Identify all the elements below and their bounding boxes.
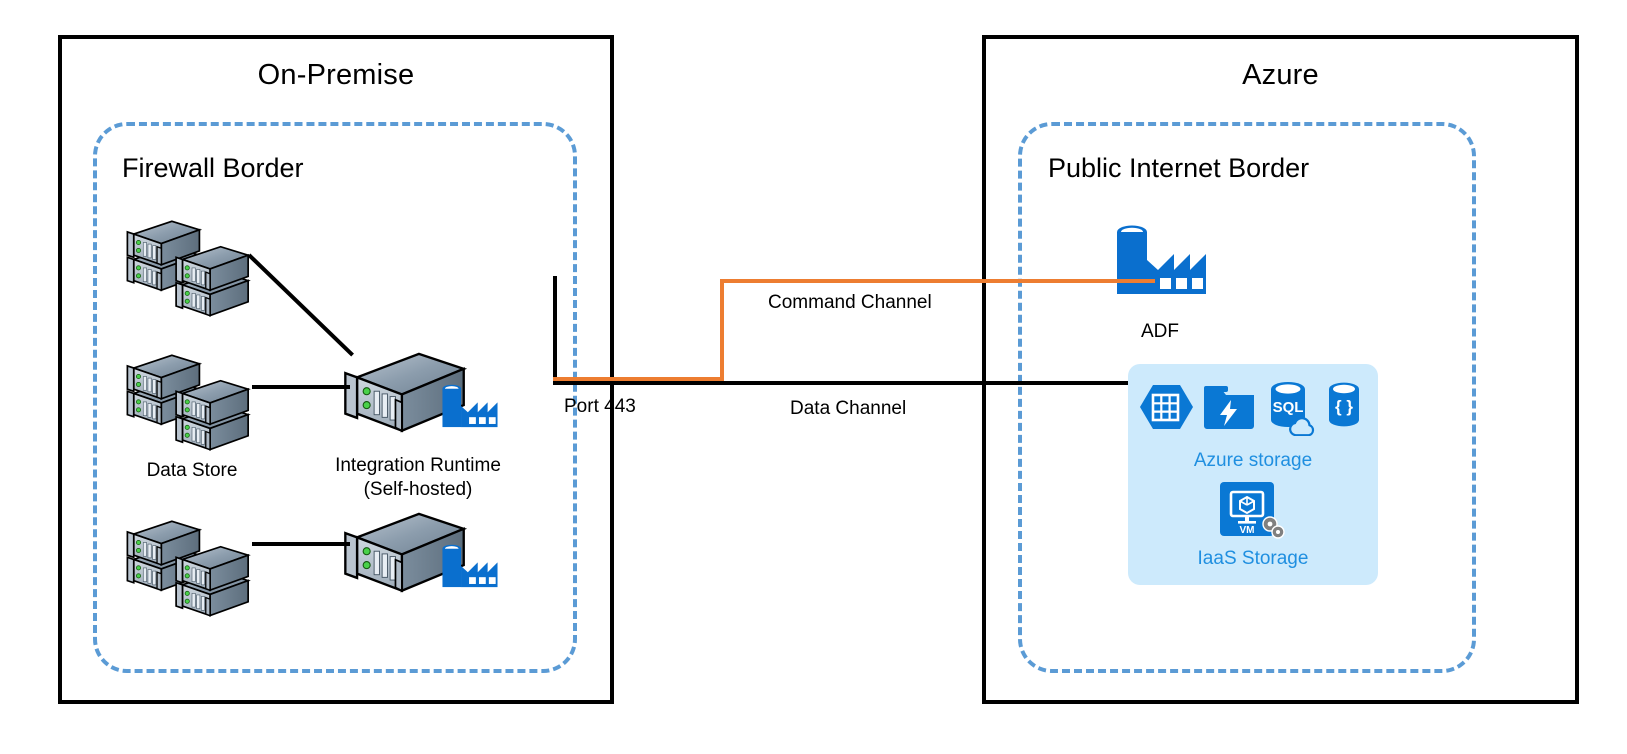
adf-icon[interactable] bbox=[1110, 224, 1210, 300]
data-store-bottom-icon[interactable] bbox=[122, 498, 262, 623]
cosmos-db-icon[interactable]: { } bbox=[1324, 378, 1370, 441]
vm-glyph: VM bbox=[1240, 525, 1255, 536]
integration-runtime-label-line1: Integration Runtime bbox=[335, 455, 501, 476]
command-channel-label: Command Channel bbox=[768, 292, 932, 313]
sql-glyph: SQL bbox=[1273, 399, 1304, 416]
data-store-label: Data Store bbox=[146, 460, 238, 481]
command-channel-riser-segment bbox=[720, 279, 724, 381]
public-internet-border-box bbox=[1018, 122, 1476, 673]
command-channel-lower-segment bbox=[553, 377, 724, 381]
virtual-machine-icon[interactable]: VM bbox=[1220, 482, 1286, 549]
storage-icon-row: SQL { } bbox=[1128, 378, 1378, 441]
data-store-top-icon[interactable] bbox=[122, 198, 262, 323]
onpremise-zone-title: On-Premise bbox=[257, 59, 415, 91]
blob-storage-icon[interactable] bbox=[1200, 378, 1258, 441]
table-storage-icon[interactable] bbox=[1136, 378, 1194, 441]
command-channel-upper-segment bbox=[720, 279, 1155, 283]
sql-database-icon[interactable]: SQL bbox=[1264, 378, 1318, 441]
port-443-stub-line bbox=[553, 276, 557, 383]
integration-runtime-middle-icon[interactable] bbox=[340, 343, 500, 448]
public-internet-border-label: Public Internet Border bbox=[1048, 153, 1310, 183]
integration-runtime-bottom-icon[interactable] bbox=[340, 503, 500, 608]
azure-storage-label: Azure storage bbox=[1193, 450, 1313, 471]
azure-storage-panel[interactable]: SQL { } Azure storage bbox=[1128, 364, 1378, 585]
link-datastore-bottom-to-runtime bbox=[252, 542, 350, 546]
data-channel-label: Data Channel bbox=[790, 398, 907, 419]
azure-zone-title: Azure bbox=[1242, 59, 1319, 91]
link-datastore-middle-to-runtime bbox=[252, 385, 350, 389]
port-443-label: Port 443 bbox=[564, 396, 636, 417]
integration-runtime-label: Integration Runtime (Self-hosted) bbox=[318, 454, 518, 502]
vm-icon-holder: VM bbox=[1128, 482, 1378, 549]
cosmos-glyph: { } bbox=[1335, 397, 1353, 416]
firewall-border-label: Firewall Border bbox=[122, 153, 304, 183]
data-channel-line bbox=[553, 381, 1128, 385]
data-store-middle-icon[interactable] bbox=[122, 332, 262, 457]
iaas-storage-label: IaaS Storage bbox=[1197, 548, 1309, 569]
firewall-border-box bbox=[93, 122, 577, 673]
adf-label: ADF bbox=[1141, 321, 1179, 342]
integration-runtime-label-line2: (Self-hosted) bbox=[363, 478, 473, 500]
